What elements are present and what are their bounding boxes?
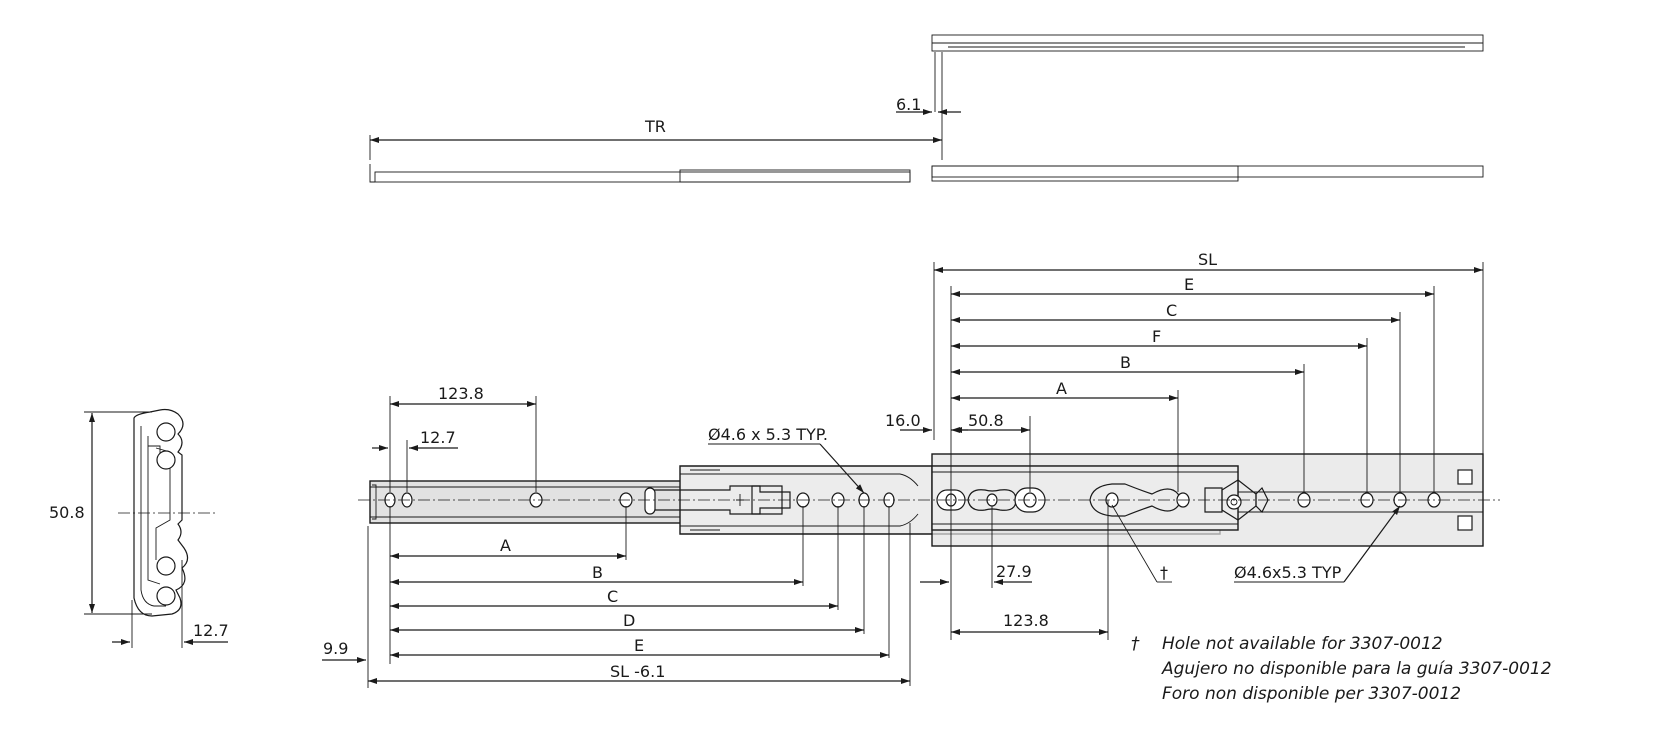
- dim-b-right-label: B: [1120, 353, 1131, 372]
- footnote-line-1: Hole not available for 3307-0012: [1162, 634, 1443, 654]
- dim-16-0-label: 16.0: [885, 411, 921, 430]
- dim-b-right: B: [951, 353, 1304, 375]
- dim-12-7-side: 12.7: [112, 560, 229, 648]
- dim-27-9-label: 27.9: [996, 562, 1032, 581]
- dim-123-8-right: 123.8: [951, 611, 1108, 635]
- dim-b-left-label: B: [592, 563, 603, 582]
- right-dimensions: SL E C F B A 16.0 50.8: [885, 250, 1484, 640]
- footnote-dagger: †: [1131, 634, 1140, 654]
- dim-c-left: C: [390, 587, 838, 609]
- dim-9-9-label: 9.9: [323, 639, 348, 658]
- hole-callout-left-label: Ø4.6 x 5.3 TYP.: [708, 425, 828, 444]
- left-dimensions: 123.8 12.7 A B C D E 9.9: [322, 384, 911, 688]
- dim-tr: TR: [369, 52, 943, 160]
- dim-e-left-label: E: [634, 636, 644, 655]
- dim-b-left: B: [390, 563, 803, 585]
- hole-callout-right-label: Ø4.6x5.3 TYP: [1234, 563, 1342, 582]
- profile-outline: [133, 408, 189, 617]
- dim-16-0: 16.0: [885, 411, 968, 433]
- dim-9-9: 9.9: [322, 639, 366, 663]
- dim-sl-right-label: SL: [1198, 250, 1217, 269]
- side-view: 50.8 12.7: [49, 408, 229, 648]
- footnote-line-3: Foro non disponible per 3307-0012: [1162, 684, 1461, 704]
- dim-e-right-label: E: [1184, 275, 1194, 294]
- dagger-leader: †: [1111, 504, 1172, 583]
- dim-27-9: 27.9: [920, 562, 1032, 585]
- top-view: 6.1 TR: [369, 34, 1484, 183]
- dim-6-1: 6.1: [896, 95, 961, 115]
- footnote: † Hole not available for 3307-0012 Aguje…: [1131, 634, 1552, 704]
- dim-6-1-label: 6.1: [896, 95, 921, 114]
- hole-callout-right: Ø4.6x5.3 TYP: [1234, 505, 1401, 583]
- main-view-rails: [358, 453, 1500, 547]
- dim-tr-label: TR: [644, 117, 666, 136]
- dim-f-right-label: F: [1152, 327, 1161, 346]
- dim-a-right: A: [951, 379, 1178, 401]
- dagger-leader-label: †: [1160, 563, 1168, 582]
- dim-123-8-left: 123.8: [390, 384, 536, 407]
- dim-c-right: C: [951, 301, 1400, 323]
- dim-c-left-label: C: [607, 587, 618, 606]
- dim-12-7-left-label: 12.7: [420, 428, 456, 447]
- dim-a-left: A: [390, 536, 626, 559]
- dim-sl-6-1-label: SL -6.1: [610, 662, 665, 681]
- dim-50-8-side-label: 50.8: [49, 503, 85, 522]
- dim-a-right-label: A: [1056, 379, 1067, 398]
- dim-12-7-side-label: 12.7: [193, 621, 229, 640]
- dim-e-right: E: [951, 275, 1434, 297]
- dim-e-left: E: [390, 636, 889, 658]
- dim-50-8-side: 50.8: [49, 411, 152, 615]
- dim-sl-6-1: SL -6.1: [368, 662, 910, 684]
- dim-a-left-label: A: [500, 536, 511, 555]
- dim-50-8-right: 50.8: [951, 411, 1030, 433]
- dim-123-8-left-label: 123.8: [438, 384, 484, 403]
- dim-123-8-right-label: 123.8: [1003, 611, 1049, 630]
- footnote-line-2: Agujero no disponible para la guía 3307-…: [1161, 659, 1552, 679]
- dim-12-7-left: 12.7: [372, 428, 458, 451]
- dim-d-left: D: [390, 611, 864, 633]
- dim-sl-right: SL: [934, 250, 1483, 273]
- hole-callout-left: Ø4.6 x 5.3 TYP.: [708, 425, 865, 494]
- latch-mechanism: [644, 479, 1269, 521]
- dim-c-right-label: C: [1166, 301, 1177, 320]
- dim-f-right: F: [951, 327, 1367, 349]
- dim-d-left-label: D: [623, 611, 635, 630]
- top-rail-closed: [369, 164, 1484, 183]
- dim-50-8-right-label: 50.8: [968, 411, 1004, 430]
